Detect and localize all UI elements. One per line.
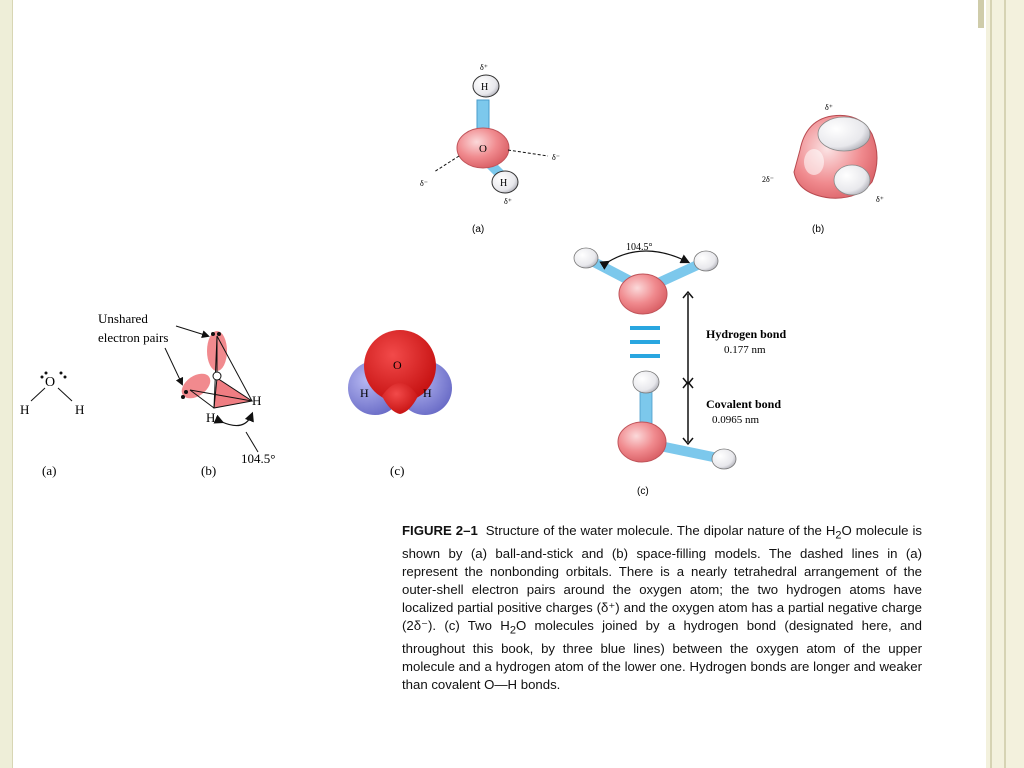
oxygen-sphere: [364, 330, 436, 402]
lone-pair-dot: [63, 375, 67, 379]
border-stripe: [990, 0, 992, 768]
tetrahedron-edge: [189, 389, 215, 409]
highlight: [804, 149, 824, 175]
annotation-arrow: [164, 347, 184, 386]
unshared-pairs-annotation: electron pairs: [98, 330, 168, 345]
covalent-bond: [57, 387, 73, 402]
lower-hydrogen-atom: [632, 370, 660, 394]
arrow-tip: [682, 380, 694, 389]
lone-pair-dot: [217, 332, 221, 336]
oxygen-overlap: [382, 383, 418, 414]
hydrogen-bond-value: 0.177 nm: [724, 344, 766, 356]
caption-text: Structure of the water molecule. The dip…: [485, 523, 836, 538]
hydrogen-label: H: [206, 410, 215, 425]
arrow-tip: [682, 437, 694, 446]
upper-hydrogen-atom: [693, 250, 719, 272]
covalent-bond-value: 0.0965 nm: [712, 414, 760, 426]
unshared-pairs-annotation: Unshared: [98, 311, 148, 326]
hydrogen-label: H: [20, 402, 29, 417]
hydrogen-bond-line: [630, 326, 660, 330]
hydrogen-label: H: [481, 82, 488, 93]
tetrahedron-face: [213, 377, 254, 409]
delta-minus-label: δ⁻: [420, 179, 428, 188]
lower-oxygen-atom: [617, 421, 667, 463]
o-h-bond: [658, 441, 720, 463]
slide-left-border: [0, 0, 13, 768]
tetrahedron-edge: [189, 389, 253, 402]
angle-leader-line: [245, 431, 259, 453]
annotation-arrow: [175, 325, 210, 339]
hydrogen-bond-line: [630, 340, 660, 344]
arrow-tip: [682, 290, 694, 299]
delta-plus-label: δ⁺: [876, 195, 884, 204]
bond-angle-label: 104.5°: [626, 242, 653, 253]
delta-plus-label: δ⁺: [825, 103, 833, 112]
lower-hydrogen-atom: [711, 448, 737, 470]
oxygen-label: O: [393, 358, 402, 372]
upper-oxygen-atom: [618, 273, 668, 315]
upper-hydrogen-atom: [573, 247, 599, 269]
oxygen-atom: [456, 127, 510, 169]
lone-pair-dot: [59, 371, 63, 375]
lone-pair-dot: [181, 395, 185, 399]
panel-label-a: (a): [42, 463, 56, 478]
lone-pair-dot: [44, 371, 48, 375]
caption-text: O molecules joined by a hydrogen bond (d…: [402, 618, 923, 693]
tetrahedron-edge: [216, 335, 253, 402]
delta-plus-label: δ⁺: [480, 63, 488, 72]
covalent-bond: [30, 387, 46, 402]
lone-pair-dot: [184, 390, 188, 394]
hydrogen-label: H: [360, 386, 369, 400]
tetrahedral-model: Unshared electron pairs H H 104.5° (b): [98, 311, 275, 478]
oxygen-label: O: [45, 375, 55, 390]
covalent-bond-label: Covalent bond: [706, 397, 781, 411]
slide-right-border: [986, 0, 1024, 768]
panel-label-b: (b): [812, 224, 824, 235]
hydrogen-bond-line: [630, 354, 660, 358]
panel-label-a: (a): [472, 224, 484, 235]
hydrogen-bond-label: Hydrogen bond: [706, 327, 786, 341]
border-stripe: [1004, 0, 1006, 768]
delta-plus-label: δ⁺: [504, 197, 512, 206]
ball-and-stick-diagram: O H H δ⁺ δ⁺ δ⁻ δ⁻ (a): [420, 63, 560, 235]
hydrogen-surface-bottom: [833, 164, 871, 196]
nonbonding-orbital-dashed: [507, 149, 549, 157]
panel-label-c: (c): [637, 486, 649, 497]
hydrogen-label: H: [423, 386, 432, 400]
panel-label-b: (b): [201, 463, 216, 478]
space-filling-diagram: δ⁺ δ⁺ 2δ⁻ (b): [762, 103, 884, 235]
figure-number: FIGURE 2–1: [402, 523, 478, 538]
hydrogen-label: H: [500, 178, 507, 189]
slide-corner-tab: [978, 0, 984, 28]
hydrogen-label: H: [252, 393, 261, 408]
lone-pair-dot: [211, 332, 215, 336]
bond-angle-arc: [213, 411, 254, 427]
hydrogen-label: H: [75, 402, 84, 417]
hydrogen-bond-diagram: 104.5° Hydrogen bond 0.177 nm Covalent b…: [573, 242, 786, 497]
subscript: 2: [835, 529, 842, 542]
delta-minus-label: δ⁻: [552, 153, 560, 162]
lone-pair-dot: [40, 375, 44, 379]
hydrogen-atom-top: [472, 74, 500, 98]
oxygen-atom: [212, 371, 222, 381]
caption-text: O molecule is shown by (a) ball-and-stic…: [402, 523, 923, 634]
lewis-structure: O H H (a): [20, 371, 84, 478]
panel-label-c: (c): [390, 463, 404, 478]
bond-angle-label: 104.5°: [241, 451, 275, 466]
space-filling-colored-model: O H H (c): [348, 330, 452, 478]
nonbonding-orbital-dashed: [433, 155, 460, 173]
oxygen-label: O: [479, 143, 487, 155]
hydrogen-atom-bottom: [491, 170, 519, 194]
bond-angle-arc: [599, 250, 691, 270]
two-delta-minus-label: 2δ⁻: [762, 175, 774, 184]
arrow-tip: [682, 377, 694, 386]
subscript: 2: [509, 624, 516, 637]
figure-caption: FIGURE 2–1 Structure of the water molecu…: [402, 522, 922, 694]
hydrogen-surface-top: [817, 116, 871, 152]
